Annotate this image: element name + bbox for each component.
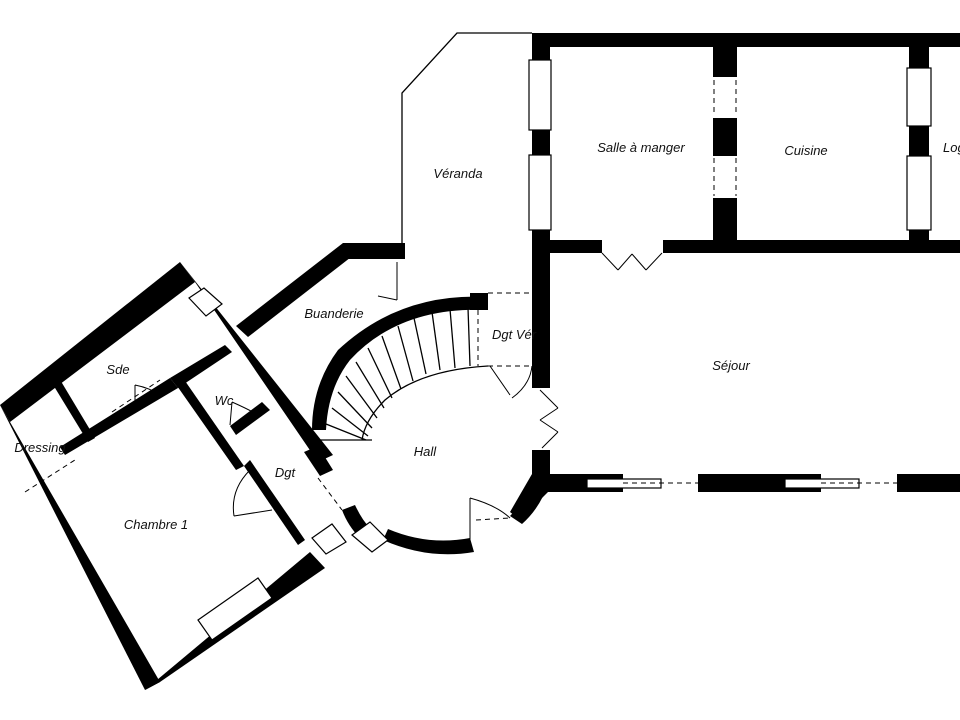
pass-through-openings xyxy=(713,80,737,196)
wc-west-wall xyxy=(175,378,244,470)
wc-north-wall xyxy=(170,345,232,388)
dgt-west-wall xyxy=(244,460,305,545)
label-buanderie: Buanderie xyxy=(304,306,363,321)
dressing-wall xyxy=(52,378,95,442)
label-chambre-1: Chambre 1 xyxy=(124,517,188,532)
west-wing xyxy=(0,243,355,690)
dgt-ver-openings xyxy=(477,292,532,367)
sejour-corner xyxy=(510,474,548,520)
veranda-south-wall xyxy=(343,243,405,259)
window-sde xyxy=(188,287,223,317)
hall-wall-west xyxy=(304,446,333,476)
stair-inner-rail xyxy=(361,365,489,441)
label-veranda: Véranda xyxy=(433,166,482,181)
label-dressing: Dressing xyxy=(14,440,66,455)
stair-treads xyxy=(325,307,471,441)
double-door-sejour xyxy=(539,389,559,449)
door-buanderie xyxy=(377,262,398,301)
sejour-west-wall xyxy=(532,246,550,388)
label-sde: Sde xyxy=(106,362,129,377)
wc-south-wall xyxy=(230,402,270,435)
dining-south-wall-b xyxy=(663,240,960,253)
door-sde xyxy=(134,384,161,405)
dgt-ver-pillar xyxy=(470,293,488,310)
window-dining-2 xyxy=(528,154,552,231)
wing-west-wall xyxy=(0,405,160,690)
partition-wall-b xyxy=(713,118,737,156)
partition-wall-a xyxy=(713,33,737,77)
veranda xyxy=(343,32,532,301)
veranda-outline xyxy=(401,32,532,248)
room-labels: Salle à manger Cuisine Log Véranda Buand… xyxy=(14,140,960,532)
wing-north-wall xyxy=(0,262,195,422)
label-dgt-ver: Dgt Vér xyxy=(492,327,537,342)
door-hall-south xyxy=(469,497,511,540)
buanderie-north-wall xyxy=(236,243,355,337)
sejour-west-wall-low xyxy=(532,450,550,480)
label-hall: Hall xyxy=(414,444,438,459)
label-dgt: Dgt xyxy=(275,465,297,480)
label-cuisine: Cuisine xyxy=(784,143,827,158)
wing-east-wall xyxy=(180,262,333,462)
door-wc xyxy=(229,401,259,426)
hall-openings xyxy=(317,477,511,521)
label-sejour: Séjour xyxy=(712,358,750,373)
dressing-openings xyxy=(24,379,161,493)
double-door-dining xyxy=(601,252,663,271)
label-salle-a-manger: Salle à manger xyxy=(597,140,685,155)
door-chambre xyxy=(232,469,273,517)
window-dgt xyxy=(311,523,347,555)
window-dining-1 xyxy=(528,59,552,131)
hall-wall-south xyxy=(383,529,474,555)
window-log-1 xyxy=(906,67,932,127)
north-block xyxy=(528,33,960,271)
partition-wall-c xyxy=(713,198,737,246)
label-log: Log xyxy=(943,140,960,155)
sejour xyxy=(510,246,960,520)
window-chambre xyxy=(197,577,273,641)
window-log-2 xyxy=(906,155,932,231)
stair-outer-wall xyxy=(312,296,488,430)
label-wc: Wc xyxy=(215,393,234,408)
sejour-south-wall-c xyxy=(897,474,960,492)
door-dgt-ver xyxy=(489,365,533,399)
window-hall xyxy=(351,521,389,553)
north-wall-top xyxy=(532,33,960,47)
